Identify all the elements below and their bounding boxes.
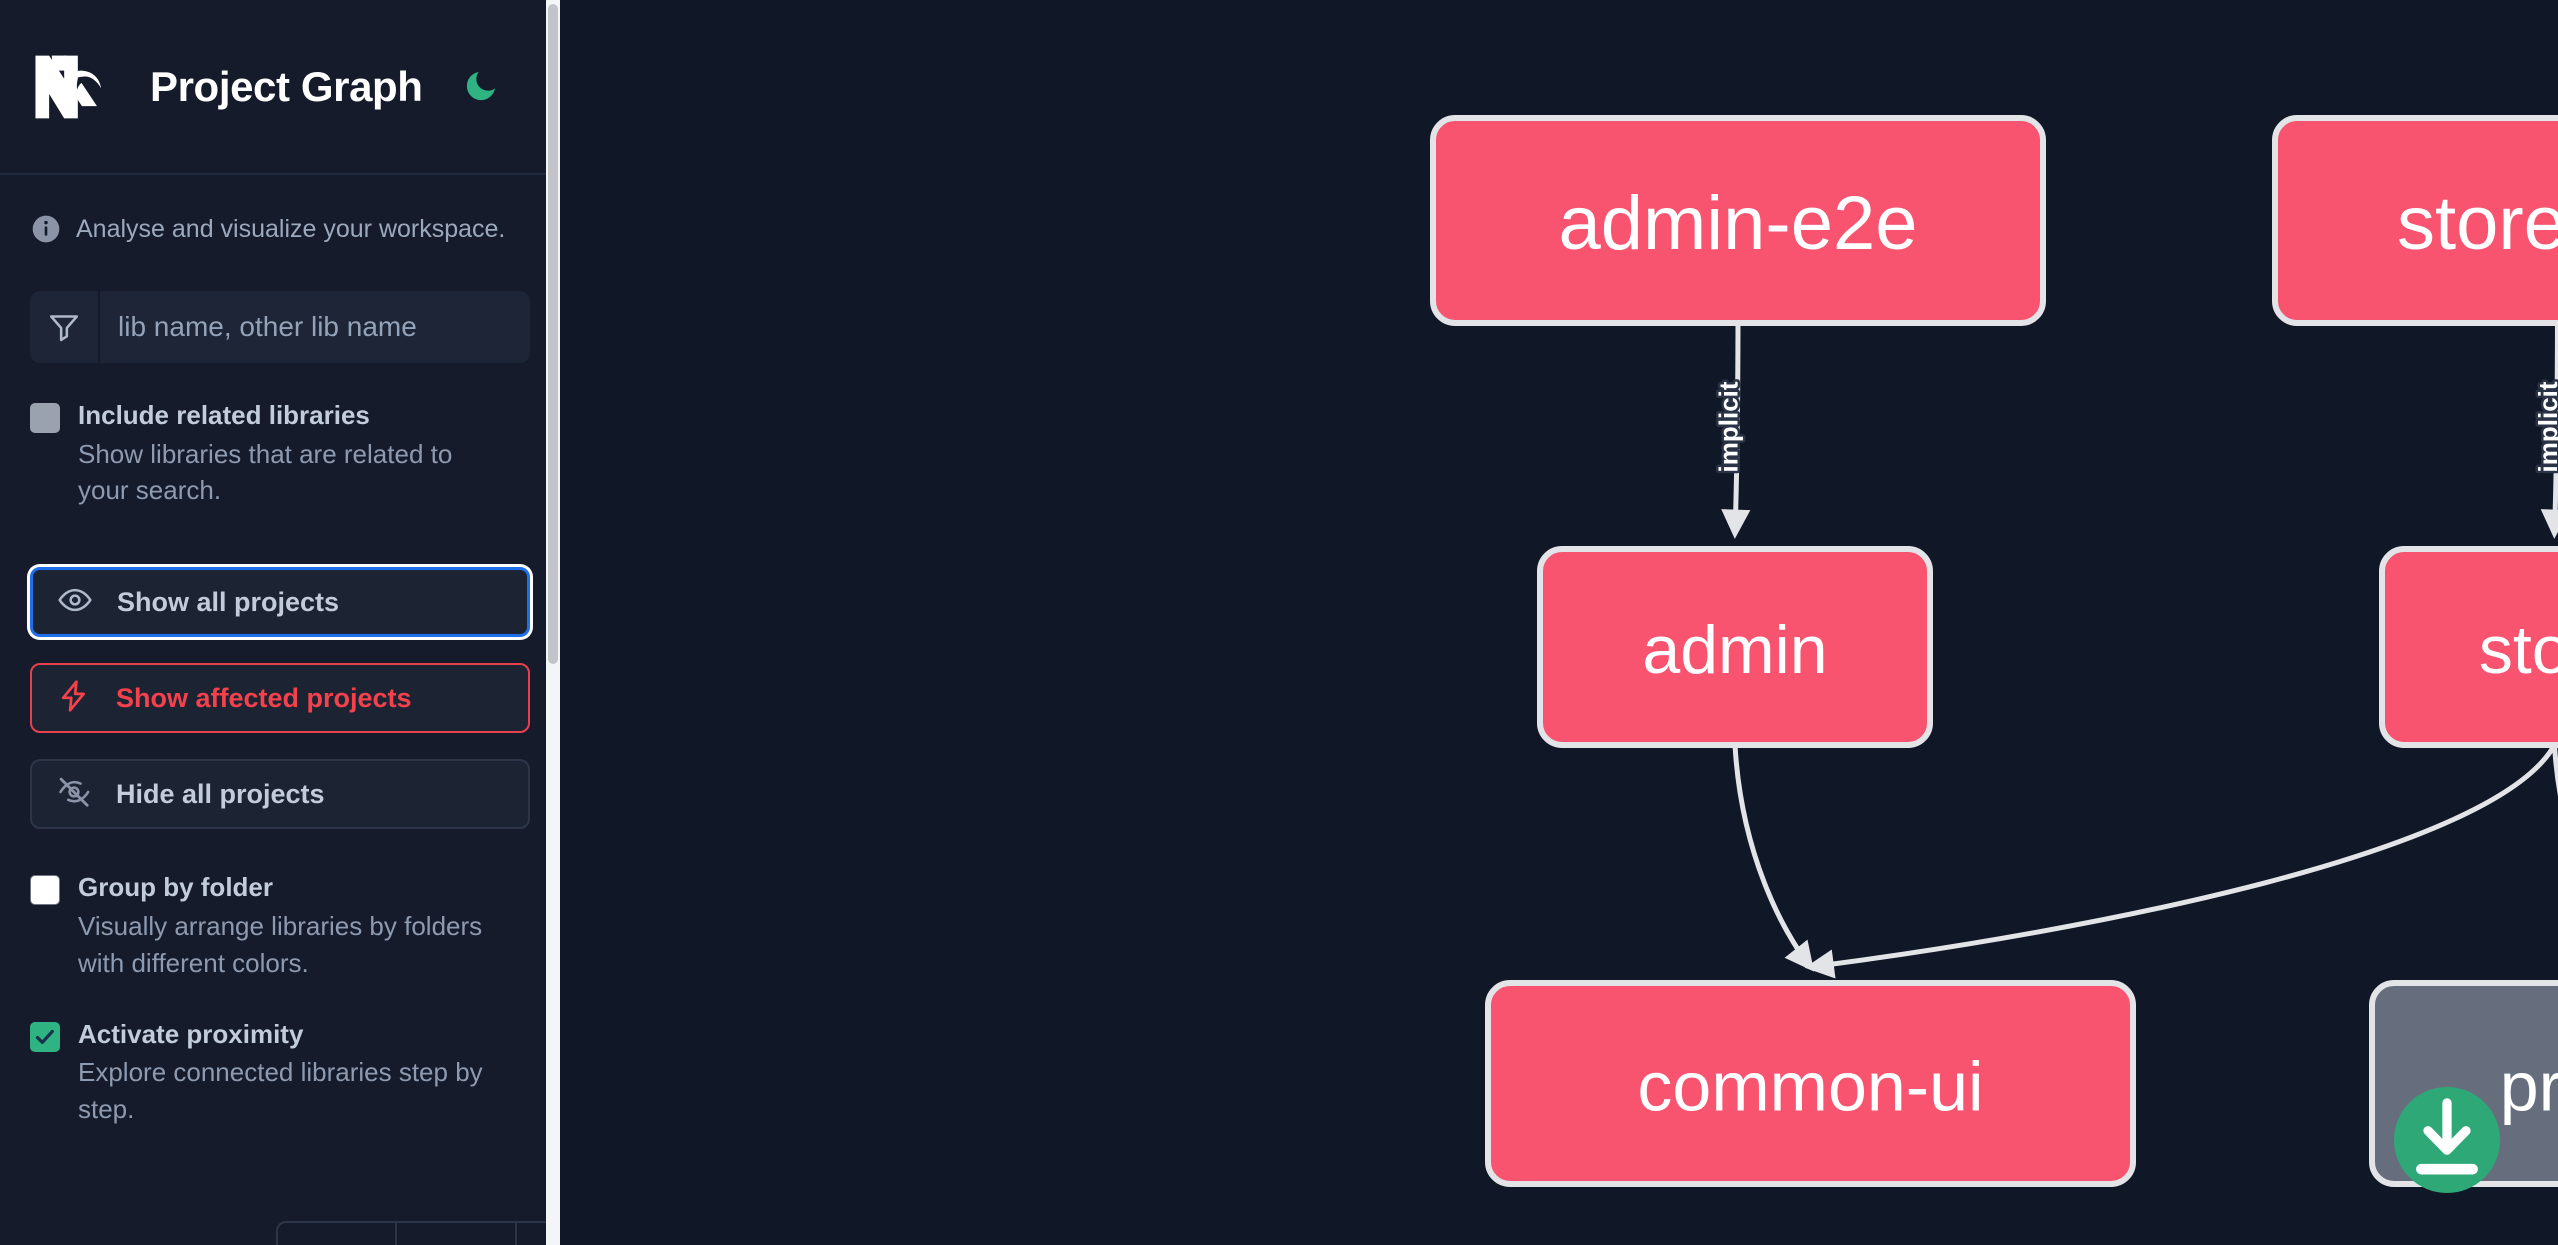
bottom-segmented-control[interactable] [276,1221,560,1245]
toggle-activate-proximity[interactable]: Activate proximity Explore connected lib… [30,1018,530,1128]
moon-icon[interactable] [459,66,501,108]
show-affected-projects-button[interactable]: Show affected projects [30,663,530,734]
show-all-projects-label: Show all projects [117,586,340,617]
graph-node-label: admin [1642,612,1827,688]
show-affected-projects-label: Show affected projects [116,682,412,713]
checkbox-include-related-libraries[interactable] [30,403,60,433]
graph-edge-store-to-products[interactable] [2552,744,2558,967]
graph-node-store[interactable]: store [2379,546,2558,748]
edge-label-store-e2e-to-store: implicit [2533,381,2558,472]
graph-node-label: store-e2e [2397,181,2558,266]
checkbox-activate-proximity[interactable] [30,1021,60,1052]
toggle-group-by-folder[interactable]: Group by folder Visually arrange librari… [30,871,530,981]
sidebar-header: Project Graph [0,0,560,175]
graph-node-shape[interactable] [2379,546,2558,748]
option-description-include-related-libraries: Show libraries that are related to your … [78,438,453,506]
toggle-description-activate-proximity: Explore connected libraries step by step… [78,1057,483,1125]
info-icon [30,213,62,245]
nx-logo-icon [30,51,112,123]
graph-edge-store-to-common-ui[interactable] [1804,743,2557,979]
graph-svg: admin-e2e store-e2e admin store common-ui pro… [1430,115,2558,1187]
toggle-label-group-by-folder: Group by folder [78,872,273,903]
graph-edges [1721,322,2558,979]
toggle-text-group: Group by folder Visually arrange librari… [78,871,508,981]
graph-node-label: common-ui [1637,1048,1983,1126]
show-all-projects-button[interactable]: Show all projects [30,567,530,638]
sidebar-body: Include related libraries Show libraries… [0,291,560,1128]
graph-node-shape[interactable] [1485,980,2136,1187]
page-title: Project Graph [150,62,423,110]
graph-edge-labels: implicit implicit [1711,379,2558,475]
graph-canvas[interactable]: admin-e2e store-e2e admin store common-ui pro… [560,0,2558,1245]
hide-all-projects-label: Hide all projects [116,778,325,809]
search-input[interactable] [100,291,530,363]
eye-off-icon [56,774,92,815]
sidebar-scrollbar[interactable] [546,0,560,1245]
graph-node-admin-e2e[interactable]: admin-e2e [1430,115,2046,326]
graph-node-admin[interactable]: admin [1537,546,1933,748]
toggle-description-group-by-folder: Visually arrange libraries by folders wi… [78,910,483,978]
workspace-note: Analyse and visualize your workspace. [0,175,560,245]
segment-option[interactable] [397,1223,517,1245]
graph-node-label: products [2500,1048,2558,1126]
graph-edge-store-e2e-to-store[interactable] [2540,322,2558,539]
filter-icon [30,291,100,363]
lightning-bolt-icon [56,678,92,719]
option-text-group: Include related libraries Show libraries… [78,399,508,509]
workspace-note-text: Analyse and visualize your workspace. [76,214,506,243]
option-label-include-related-libraries: Include related libraries [78,400,370,430]
graph-node-label: store [2479,612,2558,688]
download-graph-button[interactable] [2394,1087,2500,1193]
toggle-label-activate-proximity: Activate proximity [78,1018,304,1049]
graph-edge-admin-to-common-ui[interactable] [1732,744,1815,972]
graph-node-shape[interactable] [1537,546,1933,748]
edge-label-admin-e2e-to-admin: implicit [1713,381,1743,472]
graph-node-store-e2e[interactable]: store-e2e [2272,115,2558,326]
toggle-text-group: Activate proximity Explore connected lib… [78,1018,508,1128]
segment-option[interactable] [278,1223,398,1245]
eye-icon [57,582,93,623]
graph-node-label: admin-e2e [1558,181,1917,266]
checkbox-group-by-folder[interactable] [30,875,60,906]
sidebar-scrollbar-thumb[interactable] [548,4,558,664]
option-include-related-libraries[interactable]: Include related libraries Show libraries… [30,399,530,509]
graph-node-shape[interactable] [1430,115,2046,326]
graph-node-common-ui[interactable]: common-ui [1485,980,2136,1187]
hide-all-projects-button[interactable]: Hide all projects [30,759,530,830]
search-box[interactable] [30,291,530,363]
graph-edge-admin-e2e-to-admin[interactable] [1721,322,1751,539]
sidebar: Project Graph Analyse and visualize your… [0,0,560,1245]
graph-nodes: admin-e2e store-e2e admin store common-ui pro… [1430,115,2558,1187]
